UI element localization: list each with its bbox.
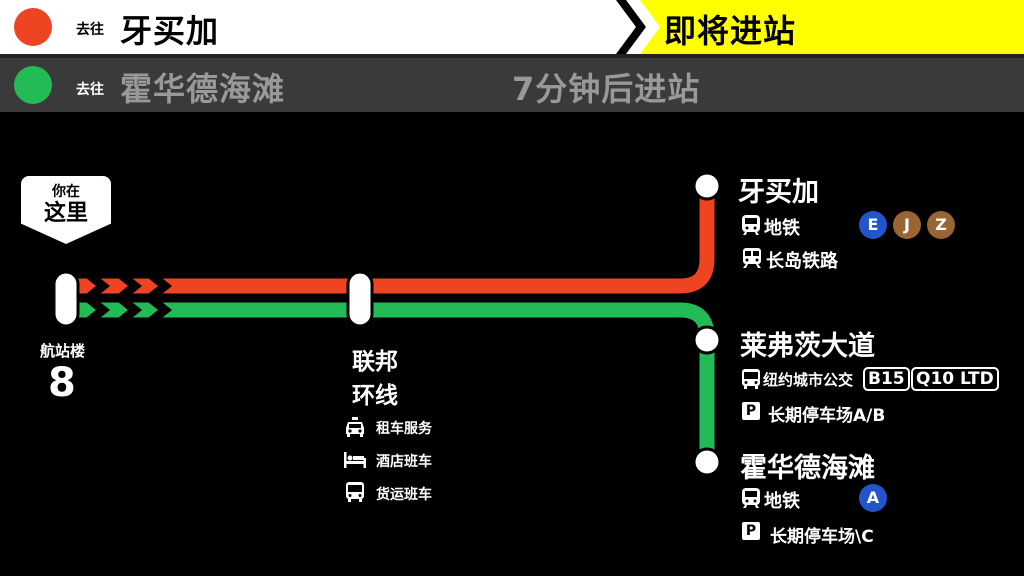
bus-icon xyxy=(742,369,760,389)
terminal-number: 8 xyxy=(48,360,76,406)
go-to-label: 去往 xyxy=(76,22,104,38)
lefferts-bus-label: 纽约城市公交 xyxy=(763,371,854,389)
hotel-shuttle-label: 酒店班车 xyxy=(376,454,432,470)
car-rental-label: 租车服务 xyxy=(376,421,432,437)
subway-line-a-badge: A xyxy=(859,484,887,512)
arriving-status-panel xyxy=(640,0,1024,54)
destination-jamaica: 牙买加 xyxy=(120,12,220,50)
rail-icon xyxy=(743,248,761,268)
arriving-now-status: 即将进站 xyxy=(664,12,797,50)
jamaica-subway-label: 地铁 xyxy=(764,218,800,239)
hotel-bed-icon xyxy=(344,452,366,468)
red-line-dot xyxy=(14,8,52,46)
following-train-bar xyxy=(0,58,1024,112)
howard-beach-subway-label: 地铁 xyxy=(764,491,800,512)
route-map xyxy=(52,171,722,477)
bus-route-q10-ltd: Q10 LTD xyxy=(911,367,999,391)
parking-icon: P xyxy=(742,402,760,420)
subway-line-j-badge: J xyxy=(893,211,921,239)
station-lefferts-name: 莱弗茨大道 xyxy=(740,331,875,362)
jamaica-rail-label: 长岛铁路 xyxy=(766,251,838,272)
bus-route-b15: B15 xyxy=(863,367,910,391)
subway-line-e-badge: E xyxy=(859,211,887,239)
subway-icon xyxy=(742,215,760,235)
federal-circle-name-line1: 联邦 xyxy=(352,349,398,375)
you-are-here-line2: 这里 xyxy=(43,201,88,226)
header-divider xyxy=(0,54,1024,58)
lefferts-parking-label: 长期停车场A/B xyxy=(768,406,886,426)
federal-circle-name-line2: 环线 xyxy=(352,383,398,409)
green-line-dot xyxy=(14,66,52,104)
taxi-icon xyxy=(346,417,364,437)
cargo-shuttle-label: 货运班车 xyxy=(376,487,432,503)
terminal-label: 航站楼 xyxy=(40,342,86,360)
you-are-here-line1: 你在 xyxy=(52,184,80,200)
bus-icon xyxy=(346,482,364,502)
parking-icon: P xyxy=(742,522,760,540)
station-jamaica-name: 牙买加 xyxy=(738,177,819,208)
station-howard-beach-name: 霍华德海滩 xyxy=(740,453,875,484)
subway-icon xyxy=(742,488,760,508)
destination-howard-beach: 霍华德海滩 xyxy=(120,70,286,108)
go-to-label: 去往 xyxy=(76,82,104,98)
howard-beach-parking-label: 长期停车场\C xyxy=(770,527,874,547)
arrival-in-minutes-status: 7分钟后进站 xyxy=(512,70,701,108)
subway-line-z-badge: Z xyxy=(927,211,955,239)
